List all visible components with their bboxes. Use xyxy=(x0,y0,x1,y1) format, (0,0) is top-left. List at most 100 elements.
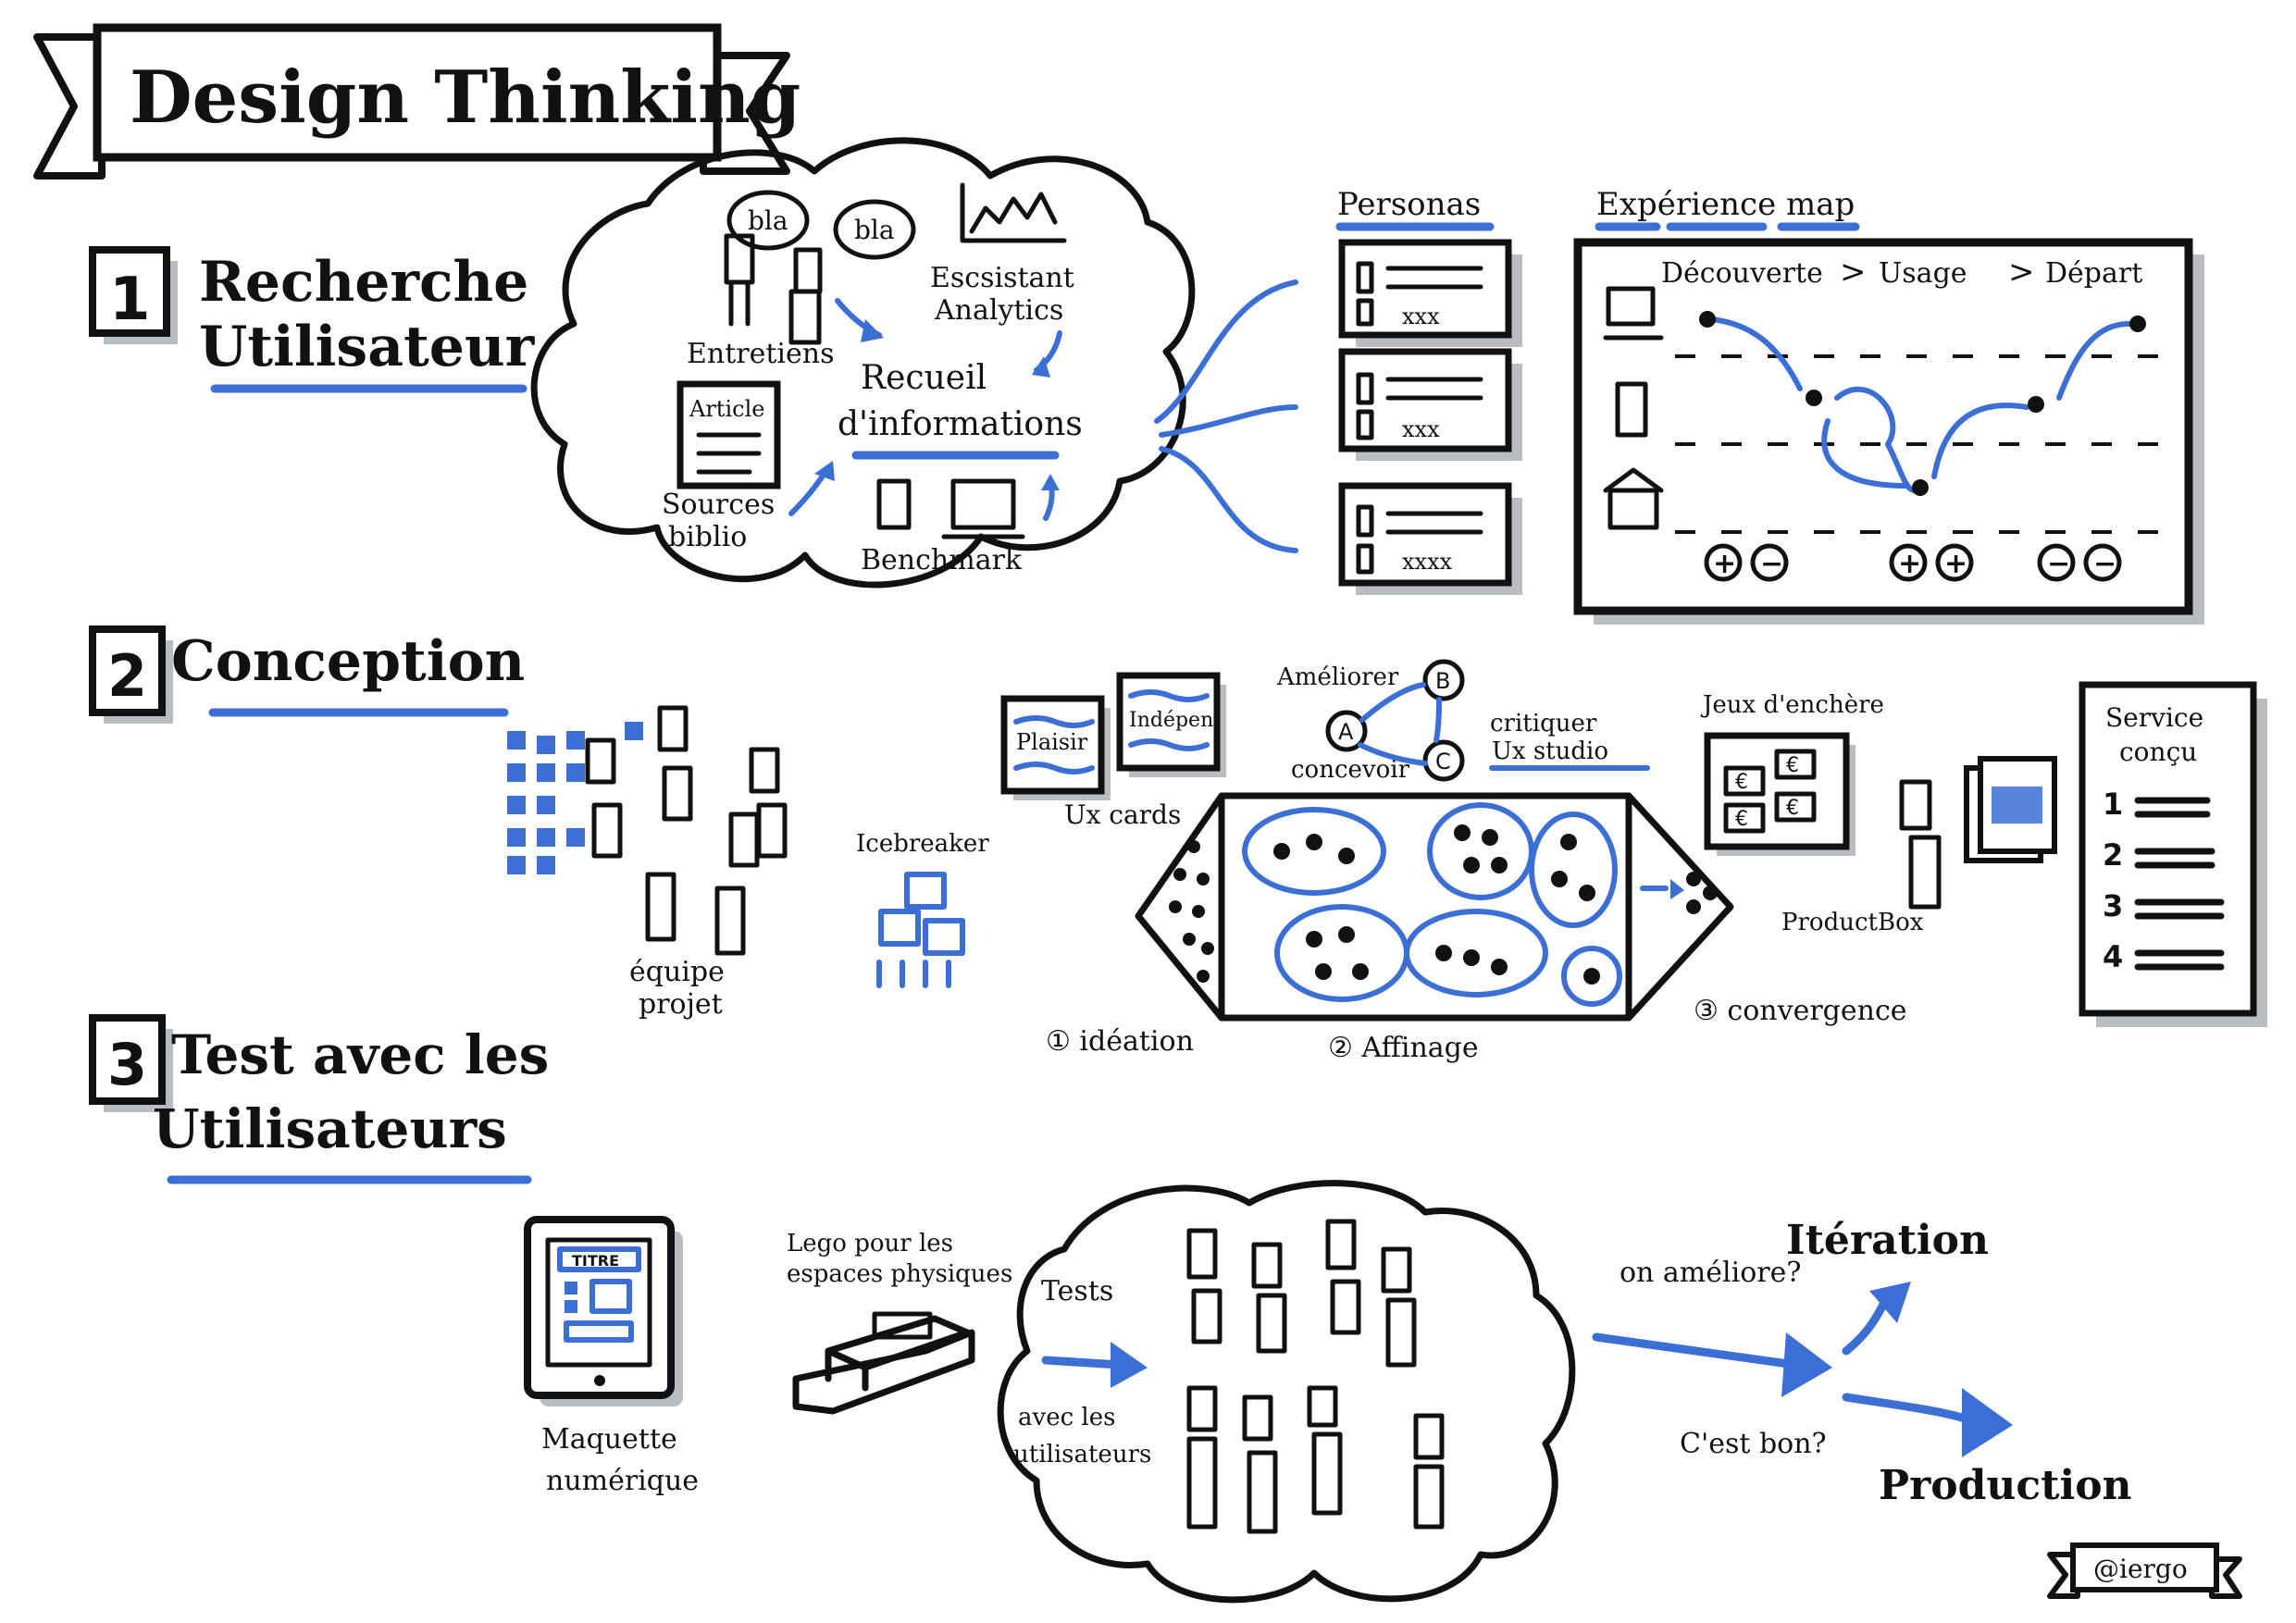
critiquer-label-line2: Ux studio xyxy=(1492,737,1608,765)
analytics-label-line2: Analytics xyxy=(934,294,1063,327)
mark-1: + xyxy=(1713,548,1736,580)
title-banner: Design Thinking xyxy=(33,23,800,180)
icebreaker-label: Icebreaker xyxy=(856,830,989,858)
benchmark-devices-icon xyxy=(876,478,1025,539)
interview-figures: bla bla xyxy=(724,190,916,345)
tests-label: Tests xyxy=(1041,1275,1113,1307)
node-b xyxy=(1422,659,1465,701)
section-1-header: 1 Recherche Utilisateur xyxy=(89,246,536,393)
outcome-group: on améliore? Itération C'est bon? Produc… xyxy=(1592,1217,2132,1509)
lego-label-line1: Lego pour les xyxy=(787,1230,953,1258)
phase-2-label: ② Affinage xyxy=(1328,1032,1479,1064)
icebreaker-group: Icebreaker xyxy=(856,830,989,988)
auction-group: Jeux d'enchère € € € € xyxy=(1700,691,1884,856)
phone-icon xyxy=(1615,381,1648,438)
experience-rating-marks: + − + + − − xyxy=(1704,543,2122,582)
team-figures xyxy=(585,705,788,956)
node-a-label: A xyxy=(1338,719,1354,745)
center-label-line2: d'informations xyxy=(838,405,1083,443)
service-list-panel: Service conçu 1 2 3 4 xyxy=(2079,681,2267,1027)
service-item-2-number: 2 xyxy=(2103,837,2123,873)
ux-cards-group: Plaisir Indépen. Ux cards xyxy=(1000,672,1226,830)
mark-4: + xyxy=(1944,548,1967,580)
question-done: C'est bon? xyxy=(1680,1428,1827,1460)
experience-map-label: Expérience map xyxy=(1596,186,1855,223)
benchmark-label: Benchmark xyxy=(861,544,1023,576)
team-label-line1: équipe xyxy=(629,956,725,988)
research-cloud: bla bla Entretiens Escsistant Analytics xyxy=(530,137,1196,588)
design-loop: Améliorer concevoir A B C critiquer Ux s… xyxy=(1276,659,1650,784)
service-title-line2: conçu xyxy=(2119,737,2197,767)
node-c-label: C xyxy=(1435,749,1451,774)
persona-card-2: xxx xyxy=(1338,348,1522,461)
blocks-icon xyxy=(876,872,965,988)
question-iterate: on améliore? xyxy=(1620,1257,1801,1289)
analytics-chart-icon xyxy=(960,182,1067,243)
sources-label-line1: Sources xyxy=(662,489,775,521)
speech-bubble-1: bla xyxy=(748,205,788,236)
interviews-label: Entretiens xyxy=(687,338,835,370)
service-item-1-number: 1 xyxy=(2103,787,2123,822)
speech-bubble-2: bla xyxy=(854,215,895,245)
signature-ribbon: @iergo xyxy=(2047,1542,2242,1599)
section-3-number: 3 xyxy=(107,1031,147,1098)
persona-card-3: xxxx xyxy=(1338,482,1522,595)
mark-2: − xyxy=(1760,548,1783,580)
ux-card-1-label: Plaisir xyxy=(1016,729,1088,755)
persona-card-2-rating: xxx xyxy=(1402,416,1440,442)
persona-card-3-rating: xxxx xyxy=(1402,549,1453,575)
section-1-title-line1: Recherche xyxy=(199,250,528,315)
section-3-title-line1: Test avec les xyxy=(171,1023,549,1086)
euro-3: € xyxy=(1735,808,1748,831)
section-1-title-line2: Utilisateur xyxy=(199,315,536,379)
center-label-line1: Recueil xyxy=(861,359,987,397)
ux-cards-label: Ux cards xyxy=(1064,799,1181,830)
productbox-label: ProductBox xyxy=(1781,909,1924,936)
tests-cloud: Tests avec les utilisateurs xyxy=(997,1180,1576,1604)
node-b-label: B xyxy=(1435,668,1450,694)
avec-label-line2: utilisateurs xyxy=(1013,1441,1151,1468)
node-a xyxy=(1325,710,1368,752)
maquette-label-line2: numérique xyxy=(546,1465,699,1497)
productbox-group: ProductBox xyxy=(1781,756,2057,936)
desktop-icon xyxy=(1603,286,1664,341)
article-label: Article xyxy=(689,396,764,422)
euro-2: € xyxy=(1786,754,1799,777)
section-2-header: 2 Conception xyxy=(89,626,525,724)
personas-label: Personas xyxy=(1337,186,1481,223)
euro-1: € xyxy=(1735,771,1748,794)
section-2-number: 2 xyxy=(107,642,147,710)
tablet-mockup-group: TITRE Maquette numérique xyxy=(524,1216,699,1497)
section-2-title-line1: Conception xyxy=(171,629,525,694)
auction-label: Jeux d'enchère xyxy=(1700,691,1884,719)
maquette-label-line1: Maquette xyxy=(541,1423,677,1456)
critiquer-label-line1: critiquer xyxy=(1490,710,1597,737)
phase-1-label: ① idéation xyxy=(1046,1025,1194,1058)
concevoir-label: concevoir xyxy=(1291,756,1410,784)
team-project-group: équipe projet xyxy=(507,705,788,1021)
page-title: Design Thinking xyxy=(130,56,800,140)
mark-3: + xyxy=(1898,548,1921,580)
service-item-4-number: 4 xyxy=(2103,939,2123,974)
production-label: Production xyxy=(1879,1462,2132,1509)
persona-card-1: xxx xyxy=(1338,239,1522,347)
stage-sep-1: > xyxy=(1840,254,1867,291)
service-title-line1: Service xyxy=(2105,702,2203,733)
lego-group: Lego pour les espaces physiques xyxy=(787,1230,1012,1415)
stage-3: Départ xyxy=(2045,257,2142,290)
experience-map-panel: Expérience map Découverte > Usage > Dépa… xyxy=(1573,186,2204,625)
service-item-3-number: 3 xyxy=(2103,888,2123,923)
tablet-title: TITRE xyxy=(572,1252,619,1270)
ideation-diagram: ① idéation ② Affinage ③ convergence xyxy=(1046,792,1907,1064)
avec-label-line1: avec les xyxy=(1018,1404,1115,1431)
section-3-title-line2: Utilisateurs xyxy=(153,1097,507,1160)
ux-card-2-label: Indépen. xyxy=(1129,709,1220,732)
mark-6: − xyxy=(2093,548,2116,580)
test-user-figures xyxy=(1186,1219,1445,1534)
stage-2: Usage xyxy=(1879,257,1967,290)
section-3-header: 3 Test avec les Utilisateurs xyxy=(89,1014,549,1184)
iteration-label: Itération xyxy=(1786,1217,1989,1264)
article-icon xyxy=(676,380,781,489)
signature-text: @iergo xyxy=(2093,1554,2188,1584)
section-1-number: 1 xyxy=(109,266,151,334)
